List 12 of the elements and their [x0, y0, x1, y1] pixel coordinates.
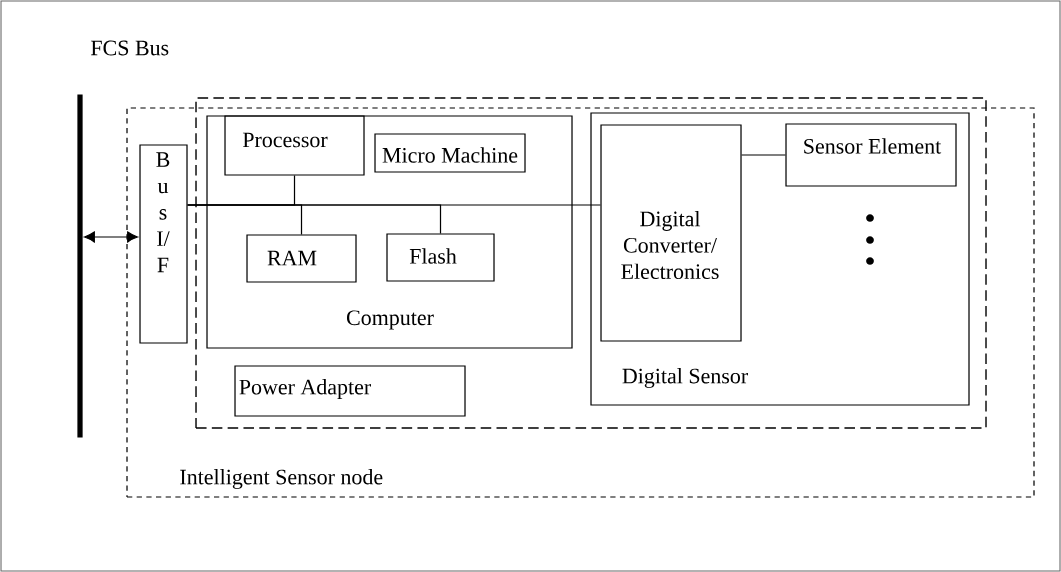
component-box: Sensor Element: [785, 123, 957, 187]
component-box: RAM: [246, 234, 357, 283]
component-box: Flash: [386, 233, 495, 282]
component-box: Digital Converter/ Electronics: [600, 124, 742, 342]
dashed-boundary: [195, 97, 987, 429]
connector-line: [741, 154, 786, 156]
component-box: Processor: [224, 115, 365, 176]
connector-line: [187, 204, 442, 234]
component-box: Micro Machine: [374, 133, 526, 173]
component-box: Power Adapter: [234, 365, 466, 417]
interface-box: B u s I/ F: [139, 144, 188, 344]
double-arrow: [83, 231, 139, 243]
